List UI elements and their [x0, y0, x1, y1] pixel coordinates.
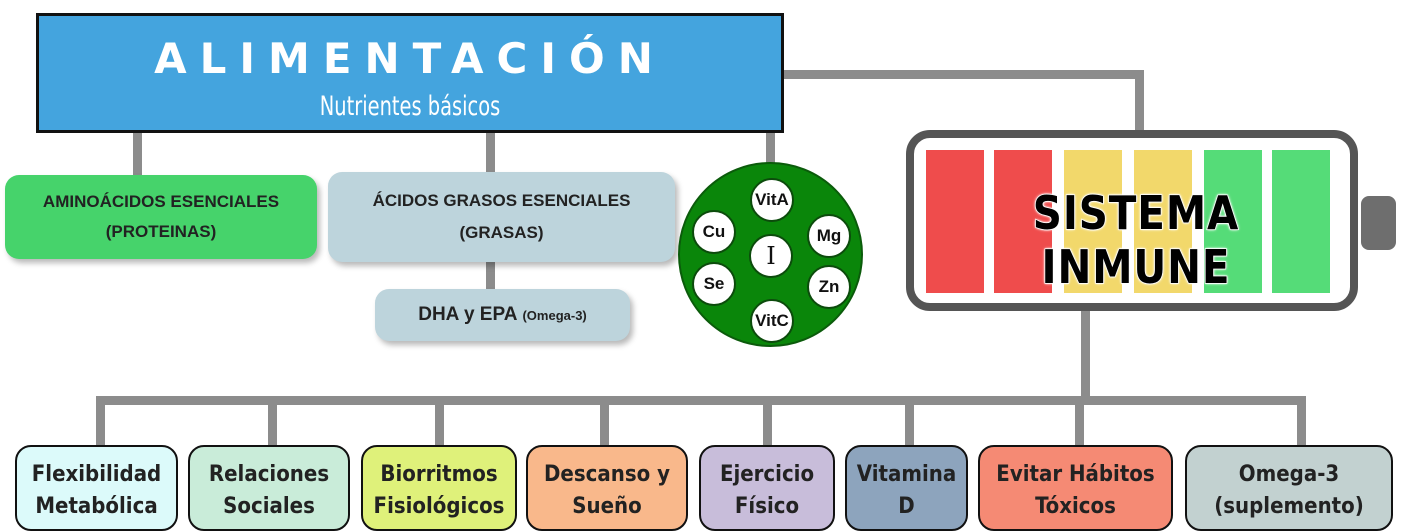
- header-title: ALIMENTACIÓN: [154, 34, 666, 83]
- factor-biorritmos-fisiologicos: Biorritmos Fisiológicos: [361, 445, 517, 531]
- connector-grasos: [486, 133, 495, 175]
- drop-4: [600, 396, 609, 448]
- micronutrient-vita: VitA: [750, 178, 794, 222]
- drop-1: [96, 396, 105, 448]
- micronutrient-zn: Zn: [807, 265, 851, 309]
- battery-cell-1: [926, 150, 984, 293]
- connector-header-battery-v: [1135, 70, 1144, 132]
- micronutrient-se: Se: [692, 262, 736, 306]
- dha-label: DHA y EPA: [418, 304, 518, 325]
- drop-2: [268, 396, 277, 448]
- aminoacidos-note: (PROTEINAS): [105, 222, 217, 241]
- micronutrient-vitc: VitC: [750, 299, 794, 343]
- factor-label: Descanso y Sueño: [544, 462, 670, 519]
- header-alimentacion: ALIMENTACIÓN Nutrientes básicos: [36, 13, 784, 133]
- factor-label: Evitar Hábitos Tóxicos: [996, 462, 1155, 519]
- connector-amino: [133, 133, 142, 177]
- immune-battery: [906, 130, 1358, 311]
- factor-label: Flexibilidad Metabólica: [31, 462, 162, 519]
- factor-relaciones-sociales: Relaciones Sociales: [188, 445, 350, 531]
- factor-label: Biorritmos Fisiológicos: [373, 462, 505, 519]
- immune-system-label: SISTEMA INMUNE: [1032, 185, 1240, 295]
- micronutrients-circle: VitA Mg Zn VitC Se Cu I: [678, 162, 863, 347]
- connector-factors-bar: [96, 396, 1306, 405]
- factor-label: Relaciones Sociales: [208, 462, 330, 519]
- acidos-grasos-note: (GRASAS): [459, 223, 544, 242]
- factor-omega3-suplemento: Omega-3 (suplemento): [1185, 445, 1393, 531]
- battery-cell-2: [994, 150, 1052, 293]
- factor-label: Omega-3 (suplemento): [1214, 462, 1364, 519]
- battery-cell-3: [1064, 150, 1122, 293]
- aminoacidos-label: AMINOÁCIDOS ESENCIALES: [42, 192, 280, 211]
- drop-8: [1297, 396, 1306, 448]
- acidos-grasos-label: ÁCIDOS GRASOS ESENCIALES: [372, 191, 631, 210]
- factor-label: Vitamina D: [856, 462, 957, 519]
- micronutrient-mg: Mg: [807, 214, 851, 258]
- drop-7: [1075, 396, 1084, 448]
- dha-note: (Omega-3): [522, 307, 587, 323]
- factor-evitar-habitos-toxicos: Evitar Hábitos Tóxicos: [978, 445, 1173, 531]
- factor-label: Ejercicio Físico: [719, 462, 815, 519]
- micronutrient-iodo: I: [749, 234, 793, 278]
- connector-header-battery-h: [784, 70, 1144, 79]
- micronutrient-cu: Cu: [692, 210, 736, 254]
- connector-micro: [766, 133, 775, 165]
- battery-terminal: [1361, 196, 1396, 250]
- drop-3: [435, 396, 444, 448]
- drop-6: [905, 396, 914, 448]
- node-acidos-grasos: ÁCIDOS GRASOS ESENCIALES (GRASAS): [328, 172, 675, 262]
- connector-battery-down: [1081, 311, 1090, 396]
- factor-ejercicio-fisico: Ejercicio Físico: [699, 445, 835, 531]
- factor-flexibilidad-metabolica: Flexibilidad Metabólica: [15, 445, 178, 531]
- node-dha-epa: DHA y EPA(Omega-3): [375, 289, 630, 341]
- factor-vitamina-d: Vitamina D: [845, 445, 968, 531]
- node-aminoacidos: AMINOÁCIDOS ESENCIALES (PROTEINAS): [5, 175, 317, 259]
- battery-cell-5: [1204, 150, 1262, 293]
- header-subtitle: Nutrientes básicos: [319, 91, 501, 122]
- factor-descanso-sueno: Descanso y Sueño: [526, 445, 688, 531]
- battery-cell-6: [1272, 150, 1330, 293]
- drop-5: [763, 396, 772, 448]
- battery-cell-4: [1134, 150, 1192, 293]
- connector-dha: [486, 260, 495, 292]
